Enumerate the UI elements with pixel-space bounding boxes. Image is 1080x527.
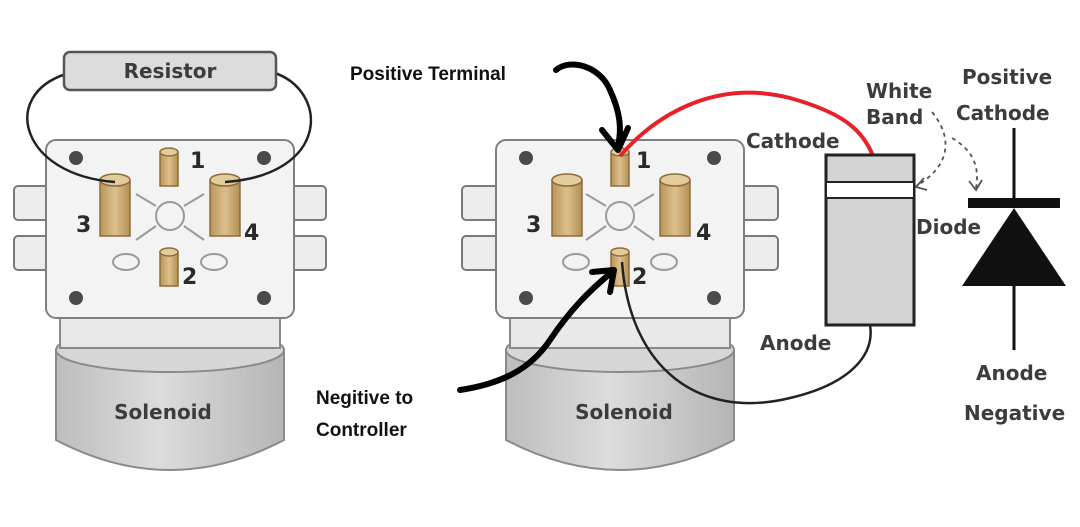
- mount-hole: [707, 151, 721, 165]
- solenoid-label: Solenoid: [575, 400, 673, 424]
- terminal-4: [209, 173, 241, 237]
- center-bracket: [112, 193, 228, 271]
- solenoid-label: Solenoid: [114, 400, 212, 424]
- resistor-label: Resistor: [124, 59, 217, 83]
- positive-wire: [618, 90, 875, 158]
- terminal-2: [159, 247, 179, 287]
- right-solenoid: Solenoid 1 2 3 4: [461, 139, 779, 471]
- center-bracket: [562, 193, 678, 271]
- anode-wire: [620, 261, 872, 405]
- diode-body: [824, 153, 916, 327]
- mount-hole: [257, 291, 271, 305]
- mount-hole: [69, 151, 83, 165]
- diode-symbol: [962, 128, 1066, 350]
- negative-arrow: [457, 269, 615, 393]
- terminal-3: [551, 173, 583, 237]
- anode-label: Anode: [760, 331, 831, 355]
- resistor-lead-right: [224, 70, 313, 184]
- terminal-3-label: 3: [76, 213, 91, 238]
- terminal-3-label: 3: [526, 213, 541, 238]
- mount-hole: [257, 151, 271, 165]
- negative-annotation-line1: Negitive to: [316, 388, 413, 409]
- terminal-3: [99, 173, 131, 237]
- symbol-anode-label: Anode: [976, 361, 1047, 385]
- positive-arrow-head: [599, 125, 631, 153]
- terminal-2-label: 2: [182, 265, 197, 290]
- negative-annotation-line2: Controller: [316, 420, 407, 441]
- symbol-cathode-bar: [968, 198, 1060, 208]
- solenoid-cylinder: [55, 349, 285, 471]
- resistor-lead-left: [26, 72, 116, 184]
- left-solenoid: Solenoid 1 2: [13, 50, 327, 471]
- terminal-1-label: 1: [636, 149, 651, 174]
- terminal-4-label: 4: [696, 221, 711, 246]
- symbol-negative-label: Negative: [964, 401, 1065, 425]
- diode-component: [824, 153, 916, 327]
- white-band-label-line1: White: [866, 79, 932, 103]
- terminal-1-label: 1: [190, 149, 205, 174]
- cathode-pointer: [951, 137, 978, 189]
- mount-hole: [707, 291, 721, 305]
- resistor-body: [62, 50, 278, 92]
- terminal-4-label: 4: [244, 221, 259, 246]
- white-band-label-line2: Band: [866, 105, 923, 129]
- solenoid-collar: [59, 317, 281, 349]
- symbol-positive-label: Positive: [962, 65, 1052, 89]
- symbol-triangle: [962, 208, 1066, 286]
- white-band: [825, 181, 915, 199]
- white-band-pointer: [915, 111, 947, 187]
- terminal-4: [659, 173, 691, 237]
- negative-arrow-head: [589, 267, 617, 295]
- mount-hole: [519, 151, 533, 165]
- solenoid-collar: [509, 317, 731, 349]
- terminal-2-label: 2: [632, 265, 647, 290]
- diode-label: Diode: [916, 215, 981, 239]
- terminal-1: [159, 147, 179, 187]
- mount-hole: [519, 291, 533, 305]
- symbol-cathode-label: Cathode: [956, 101, 1050, 125]
- positive-terminal-annotation: Positive Terminal: [350, 64, 506, 85]
- cathode-label: Cathode: [746, 129, 840, 153]
- mount-hole: [69, 291, 83, 305]
- positive-arrow: [553, 61, 623, 149]
